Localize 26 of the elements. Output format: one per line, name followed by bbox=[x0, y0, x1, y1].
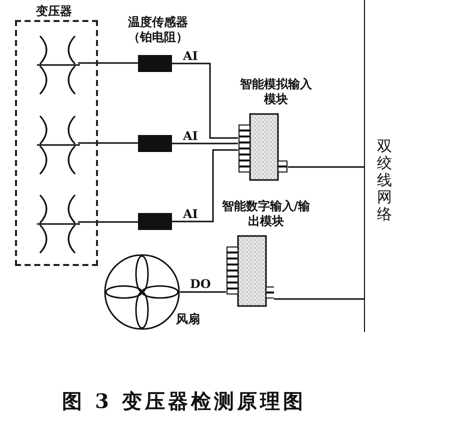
connector-line bbox=[274, 298, 364, 300]
connector-line bbox=[172, 149, 238, 222]
network-label: 双绞线网络 bbox=[377, 138, 393, 223]
sensor-label: 温度传感器（铂电阻） bbox=[127, 15, 189, 45]
coil-drawing bbox=[35, 193, 80, 255]
edge-label: AI bbox=[183, 208, 198, 221]
module-label: 智能数字输入/输出模块 bbox=[220, 199, 312, 229]
connector-line bbox=[78, 142, 138, 144]
coil-drawing bbox=[35, 114, 80, 176]
connector-line bbox=[288, 166, 364, 168]
fan-label: 风扇 bbox=[176, 312, 200, 327]
module-label: 智能模拟输入模块 bbox=[239, 77, 313, 107]
edge-label: AI bbox=[183, 50, 198, 63]
sensor-block bbox=[138, 213, 172, 230]
sensor-block bbox=[138, 135, 172, 152]
coil-drawing bbox=[35, 34, 80, 96]
connector-line bbox=[78, 221, 138, 223]
figure-caption: 图 3 变压器检测原理图 bbox=[62, 388, 306, 415]
connector-line bbox=[180, 291, 226, 293]
connector-line bbox=[78, 62, 138, 64]
box-heading: 变压器 bbox=[34, 4, 73, 19]
edge-label: DO bbox=[190, 278, 211, 291]
edge-label: AI bbox=[183, 130, 198, 143]
connector-line bbox=[172, 62, 238, 139]
connector-line bbox=[172, 142, 238, 144]
network-line bbox=[364, 0, 394, 332]
